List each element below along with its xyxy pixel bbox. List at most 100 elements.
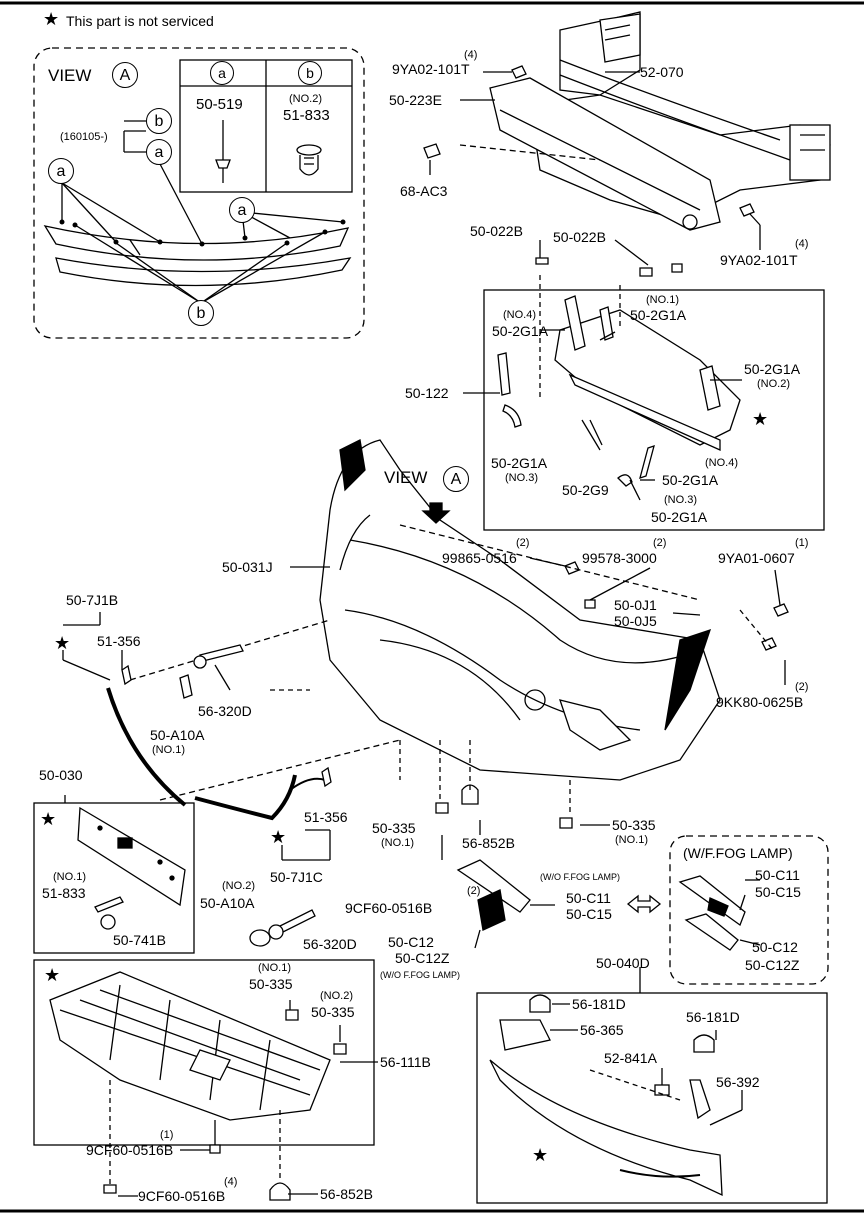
main-view-letter: A [443,466,469,492]
label-50-0j5: 50-0J5 [614,613,657,629]
label-50-c11: 50-C11 [566,890,611,906]
label-99578: 99578-3000 [582,550,657,566]
label-9ya01-qty: (1) [795,537,809,549]
label-9kk80-qty: (2) [795,681,809,693]
label-g1a-no3-qty: (NO.3) [505,472,538,484]
main-view-title: VIEW [384,468,428,487]
spoiler-star-icon: ★ [532,1145,549,1165]
label-56-320d-bot: 56-320D [303,936,357,952]
legend-star-icon: ★ [43,9,60,29]
undertray-fasteners [103,1009,347,1201]
view-arrow-icon [421,502,451,524]
label-50-a10a-no2: 50-A10A [200,895,255,911]
label-50-c12: 50-C12 [388,934,434,950]
spoiler-leaders [550,967,743,1126]
label-50-c11-qty: (2) [467,885,481,897]
label-9cf60-mid: 9CF60-0516B [345,900,433,916]
label-56-111b: 56-111B [380,1054,431,1070]
swap-arrow-icon [626,894,662,914]
label-wo-fog-bot: (W/O F.FOG LAMP) [380,970,460,980]
label-9ya02-top-qty: (4) [464,49,478,61]
table-col-a-header: a [210,61,234,85]
label-50-122: 50-122 [405,385,449,401]
label-56-181d-right: 56-181D [686,1009,740,1025]
label-ut-335-no2: 50-335 [311,1004,355,1020]
legend-text: This part is not serviced [66,13,214,29]
garnish-leaders [62,612,331,861]
label-56-365: 56-365 [580,1022,624,1038]
w-fog-c12: 50-C12 [752,939,798,955]
w-fog-title: (W/F.FOG LAMP) [683,845,793,861]
label-g1a-no3b: 50-2G1A [651,509,708,525]
label-50-a10a-no2-qty: (NO.2) [222,880,255,892]
label-g1a-no4: 50-2G1A [492,323,549,339]
w-fog-c11: 50-C11 [755,867,800,883]
license-star-icon: ★ [40,809,57,829]
clip-icon [296,144,322,176]
label-56-320d-top: 56-320D [198,703,252,719]
label-9kk80: 9KK80-0625B [716,694,804,710]
grille-outline [43,225,352,287]
marker-a-center: a [146,139,172,165]
marker-a-left: a [48,158,74,184]
view-a-title: VIEW [48,66,92,85]
label-9cf60-b1: 9CF60-0516B [86,1142,174,1158]
fog-lamp-box [669,835,829,985]
label-ut-335-no1-qty: (NO.1) [258,962,291,974]
label-g1a-no1-qty: (NO.1) [646,294,679,306]
label-68-ac3: 68-AC3 [400,183,448,199]
label-ut-335-no1: 50-335 [249,976,293,992]
box-leaders [463,275,742,501]
license-box [33,802,195,954]
label-wo-fog-top: (W/O F.FOG LAMP) [540,872,620,882]
view-a-dots [59,219,346,247]
label-99865: 99865-0516 [442,550,517,566]
garnish-c-star-icon: ★ [270,827,287,847]
label-50-335-mid: 50-335 [372,820,416,836]
label-52-841a: 52-841A [604,1050,657,1066]
table-col-b-part: 51-833 [283,107,330,124]
label-g1a-no2: 50-2G1A [744,361,801,377]
label-50-c15: 50-C15 [566,906,612,922]
front-bumper-cover [319,439,721,781]
label-51-833: 51-833 [42,885,86,901]
label-50-031j: 50-031J [222,559,273,575]
label-51-356-bot: 51-356 [304,809,348,825]
spoiler-box [476,992,828,1204]
license-plate-bracket [77,806,186,930]
marker-b-bottom: b [188,300,214,326]
undertray-leaders [109,1000,378,1185]
w-fog-c15: 50-C15 [755,884,801,900]
label-g1a-no3b-qty: (NO.3) [664,494,697,506]
label-56-852b-bot: 56-852B [320,1186,373,1202]
fog-bezels [456,859,555,949]
table-col-b-header: b [298,61,322,85]
label-56-852b-mid: 56-852B [462,835,515,851]
fog-lamp-bezel-parts [678,875,761,951]
label-9cf60-b2: 9CF60-0516B [138,1188,226,1204]
label-50-c12z: 50-C12Z [395,950,450,966]
label-51-833-qty: (NO.1) [53,871,86,883]
garnish-star-icon: ★ [54,633,71,653]
rivet-icon [215,120,231,183]
label-50-223e: 50-223E [389,92,442,108]
label-50-a10a-no1: 50-A10A [150,727,205,743]
label-50-2g9: 50-2G9 [562,482,609,498]
lower-spoiler [489,994,723,1197]
engine-undertray [49,971,331,1121]
label-50-030: 50-030 [39,767,83,783]
undertray-box [33,959,375,1146]
label-9ya02-bot: 9YA02-101T [720,252,798,268]
label-50-a10a-no1-qty: (NO.1) [152,744,185,756]
label-56-181d-left: 56-181D [572,996,626,1012]
label-52-070: 52-070 [640,64,684,80]
label-50-335-mid-qty: (NO.1) [381,837,414,849]
label-9cf60-b1-qty: (1) [160,1129,174,1141]
undertray-star-icon: ★ [44,965,61,985]
label-99865-qty: (2) [516,537,530,549]
label-ut-335-no2-qty: (NO.2) [320,990,353,1002]
w-fog-c12z: 50-C12Z [745,957,800,973]
view-a-leaders [61,120,344,304]
label-g1a-no4-qty: (NO.4) [503,309,536,321]
